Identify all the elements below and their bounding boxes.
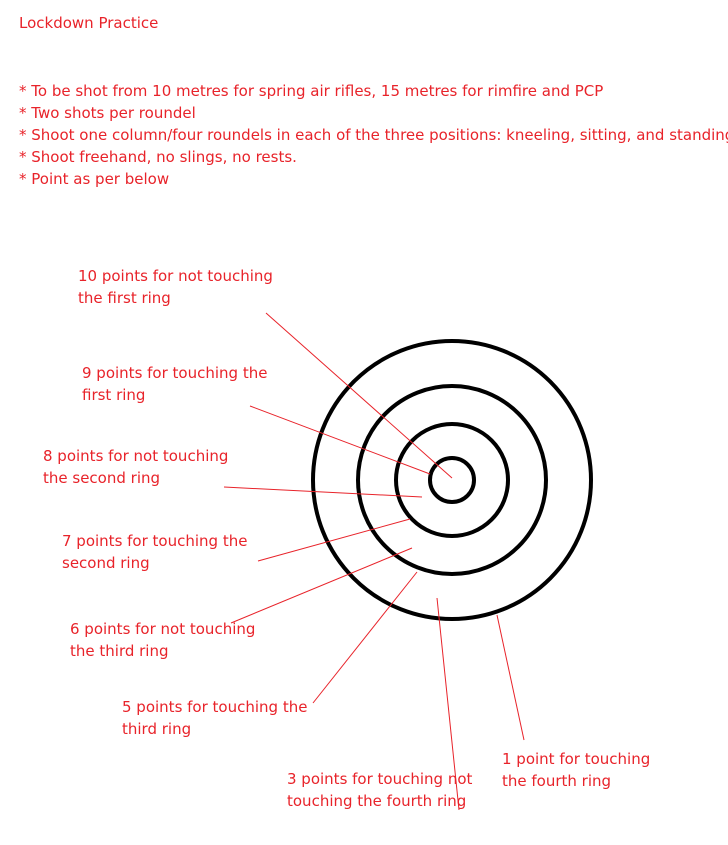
leader-10 [265, 312, 453, 479]
label-line: 3 points for touching not [287, 770, 473, 788]
leader-7 [257, 518, 411, 562]
label-line: 6 points for not touching [70, 620, 256, 638]
leader-1 [496, 614, 525, 741]
label-line: first ring [82, 386, 146, 404]
label-line: 5 points for touching the [122, 698, 308, 716]
label-1-point: 1 point for touching the fourth ring [502, 748, 650, 792]
rule-item: * Shoot one column/four roundels in each… [19, 126, 728, 144]
rule-item: * To be shot from 10 metres for spring a… [19, 82, 604, 100]
label-line: third ring [122, 720, 192, 738]
label-line: the third ring [70, 642, 169, 660]
label-9-points: 9 points for touching the first ring [82, 362, 267, 406]
label-3-points: 3 points for touching not touching the f… [287, 768, 472, 812]
label-5-points: 5 points for touching the third ring [122, 696, 307, 740]
rule-item: * Point as per below [19, 170, 170, 188]
target-rings [311, 339, 593, 621]
label-line: the first ring [78, 289, 171, 307]
label-line: the fourth ring [502, 772, 612, 790]
ring-4 [311, 339, 593, 621]
leader-9 [249, 405, 431, 475]
rule-item: * Shoot freehand, no slings, no rests. [19, 148, 297, 166]
label-line: 8 points for not touching [43, 447, 229, 465]
label-line: touching the fourth ring [287, 792, 467, 810]
label-line: 10 points for not touching [78, 267, 273, 285]
ring-2 [394, 422, 510, 538]
leader-5 [312, 571, 418, 704]
ring-3 [356, 384, 548, 576]
label-line: second ring [62, 554, 150, 572]
leader-lines [223, 312, 525, 811]
leader-6 [230, 547, 413, 624]
page-title: Lockdown Practice [19, 14, 159, 32]
rules-list: * To be shot from 10 metres for spring a… [19, 80, 728, 190]
label-line: 1 point for touching [502, 750, 651, 768]
label-6-points: 6 points for not touching the third ring [70, 618, 255, 662]
label-10-points: 10 points for not touching the first rin… [78, 265, 273, 309]
ring-1 [428, 456, 476, 504]
label-line: 9 points for touching the [82, 364, 268, 382]
leader-8 [223, 486, 423, 498]
label-line: 7 points for touching the [62, 532, 248, 550]
leader-3 [436, 597, 460, 811]
label-8-points: 8 points for not touching the second rin… [43, 445, 228, 489]
rule-item: * Two shots per roundel [19, 104, 196, 122]
label-7-points: 7 points for touching the second ring [62, 530, 247, 574]
label-line: the second ring [43, 469, 161, 487]
